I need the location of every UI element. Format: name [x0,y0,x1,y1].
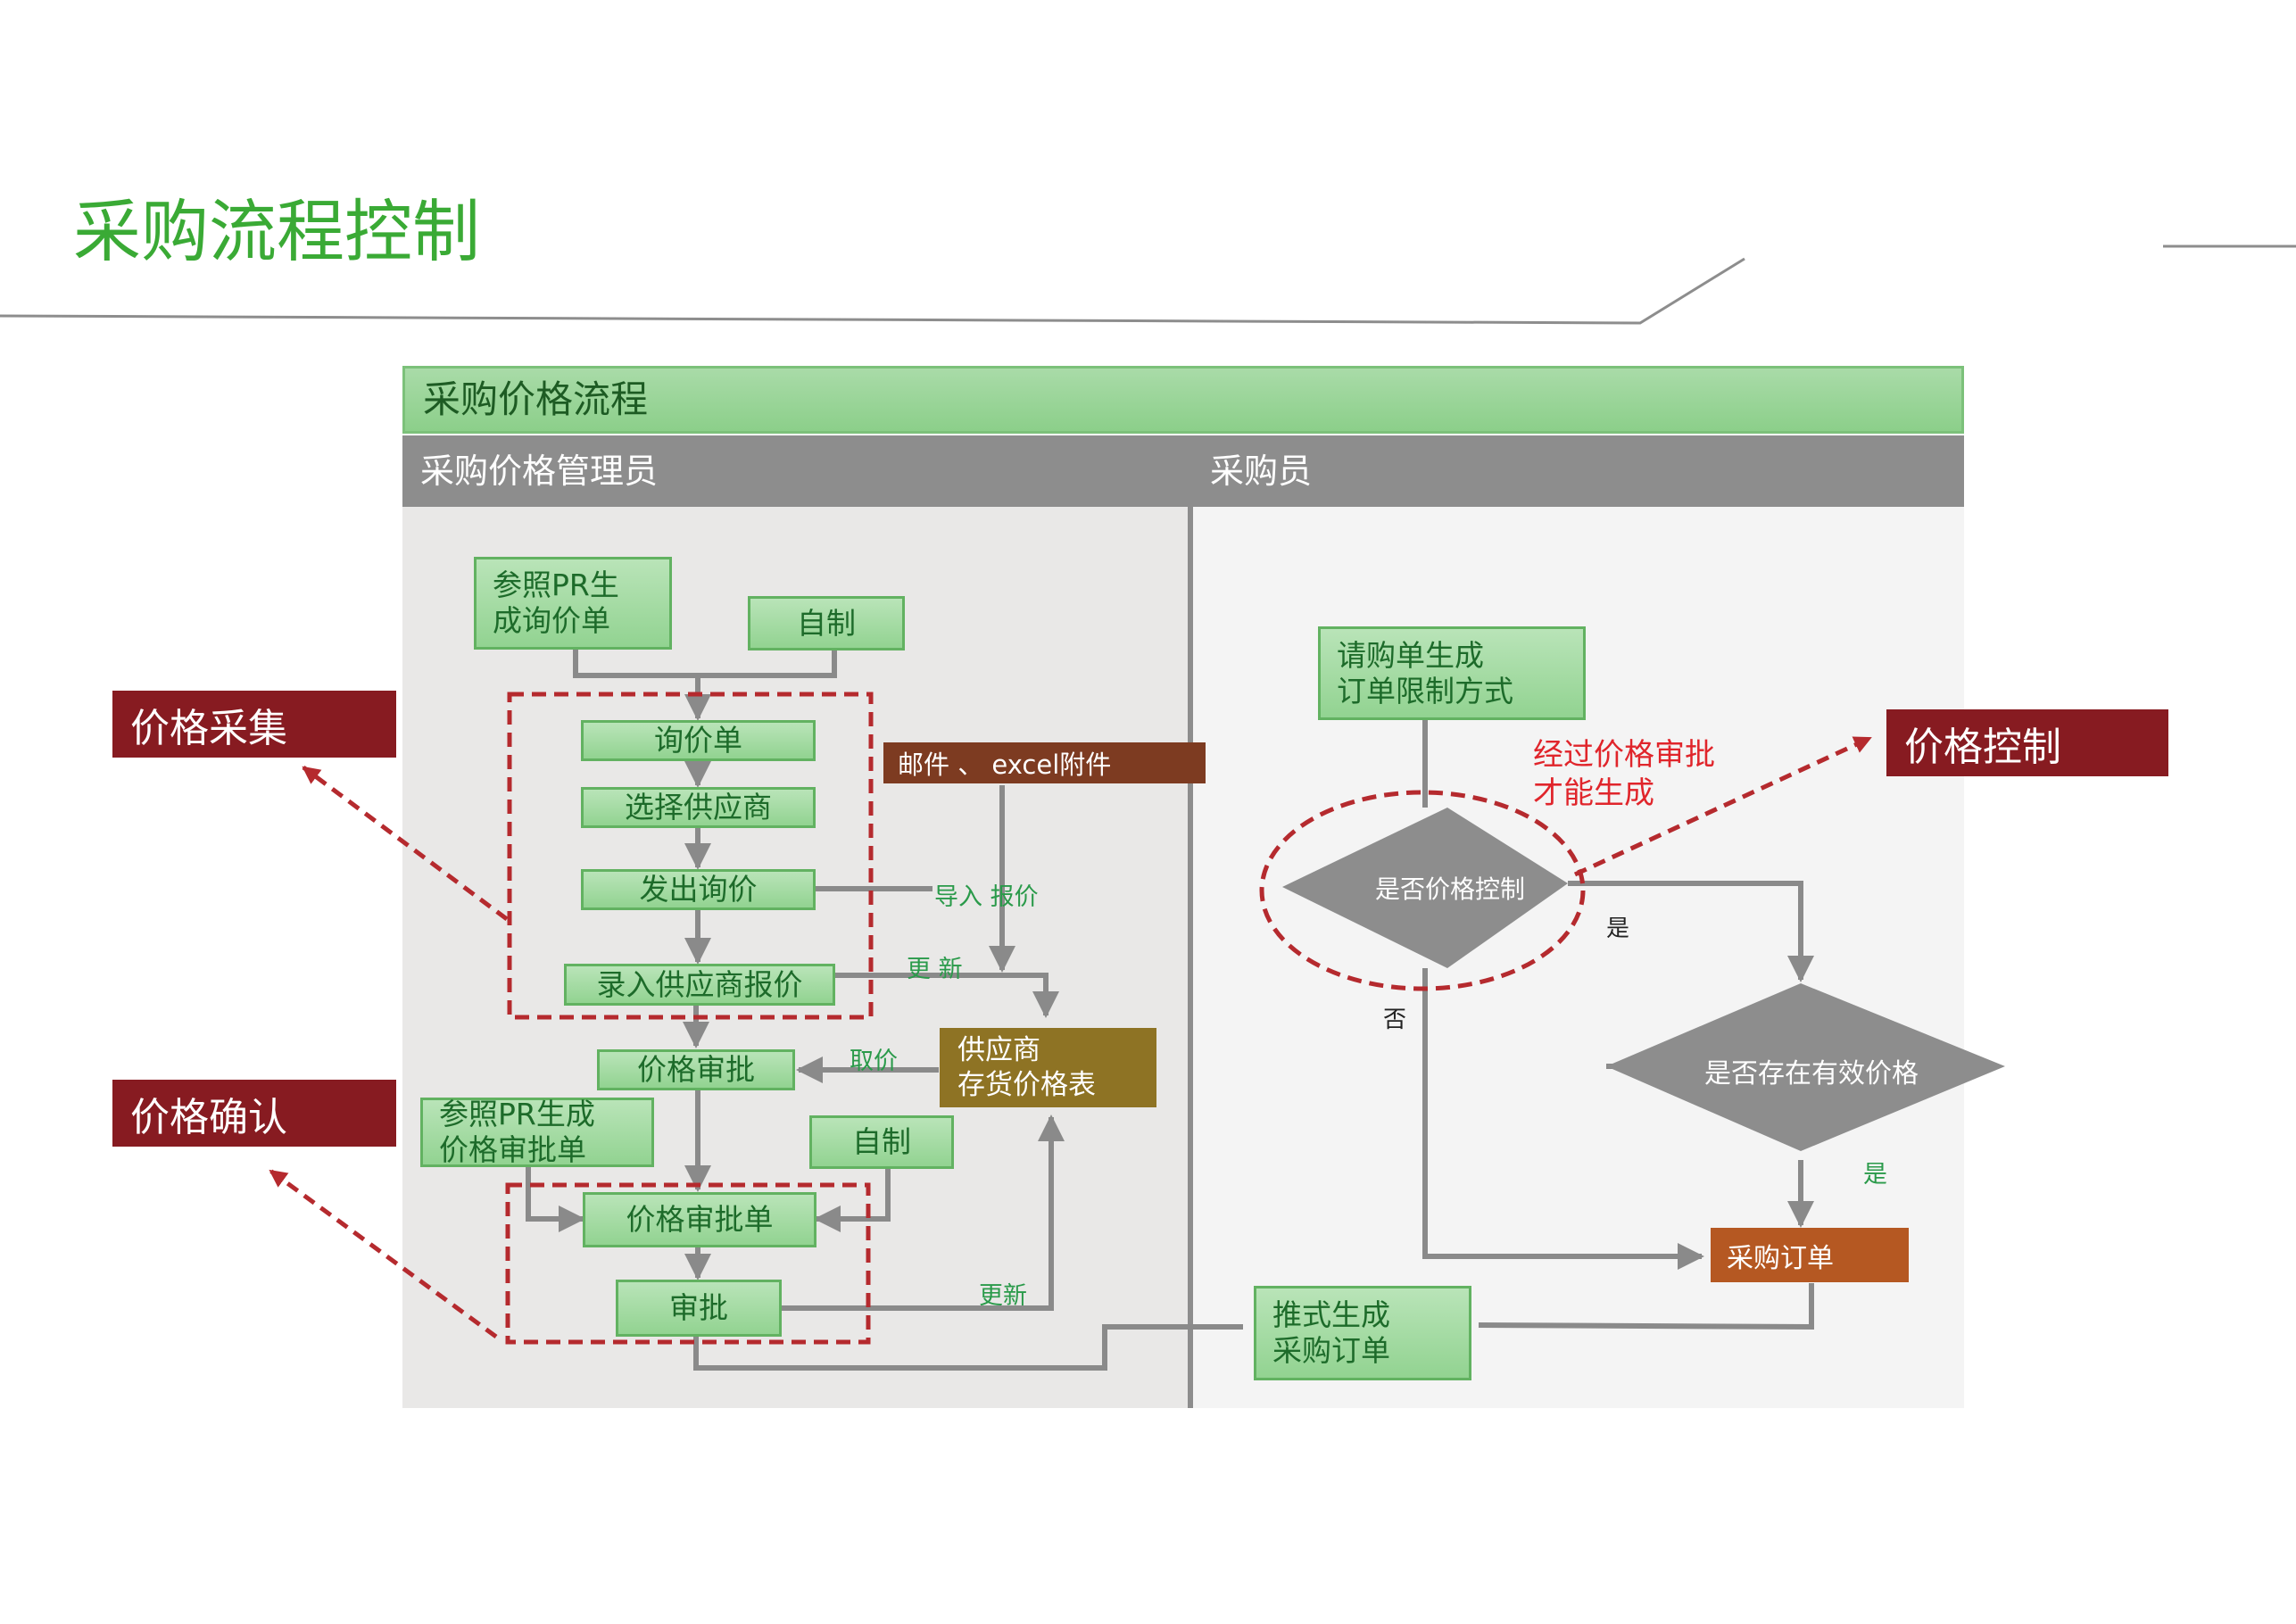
lane-header-buyer: 采购员 [1192,435,1964,507]
lane-body-price-manager [402,507,1189,1408]
node-enter-quote: 录入供应商报价 [564,964,835,1006]
edge-label-import-quote: 导入 报价 [934,883,1039,911]
node-approve: 审批 [616,1280,782,1337]
label-price-control: 价格控制 [1886,709,2168,776]
node-price-approval: 价格审批 [597,1049,795,1090]
node-ref-pr-approval: 参照PR生成价格审批单 [420,1097,654,1167]
approval-note: 经过价格审批 才能生成 [1533,737,1715,811]
node-email-excel: 邮件 、 excel附件 [883,742,1206,783]
process-banner: 采购价格流程 [402,366,1964,434]
edge-label-yes-1: 是 [1606,916,1630,942]
node-inquiry-sheet: 询价单 [581,720,816,761]
decision-diamond-valid-price [1606,983,2005,1151]
node-purchase-order: 采购订单 [1711,1228,1909,1282]
page-title: 采购流程控制 [73,192,480,271]
edge-label-update-1: 更 新 [907,956,963,983]
lane-header-price-manager: 采购价格管理员 [402,435,1192,507]
node-pr-order-limit: 请购单生成订单限制方式 [1318,626,1586,720]
decision-label-price-control: 是否价格控制 [1374,874,1525,904]
node-select-supplier: 选择供应商 [581,787,816,828]
node-ref-pr-inquiry: 参照PR生成询价单 [474,557,672,650]
edge-label-update-2: 更新 [979,1282,1027,1310]
edge-label-take-price: 取价 [850,1048,898,1075]
edge-label-no: 否 [1383,1007,1407,1033]
edge-label-yes-2: 是 [1863,1161,1887,1189]
node-push-po: 推式生成采购订单 [1254,1286,1471,1380]
node-supplier-price-table: 供应商存货价格表 [940,1028,1156,1107]
lane-divider [1188,507,1193,1408]
label-price-confirm: 价格确认 [112,1080,396,1147]
node-send-inquiry: 发出询价 [581,869,816,910]
decision-label-valid-price: 是否存在有效价格 [1704,1058,1919,1090]
label-price-collection: 价格采集 [112,691,396,758]
decision-diamond-price-control [1282,808,1568,968]
node-approval-sheet: 价格审批单 [583,1192,816,1247]
node-self-made-2: 自制 [809,1115,954,1169]
node-self-made-1: 自制 [748,596,905,650]
